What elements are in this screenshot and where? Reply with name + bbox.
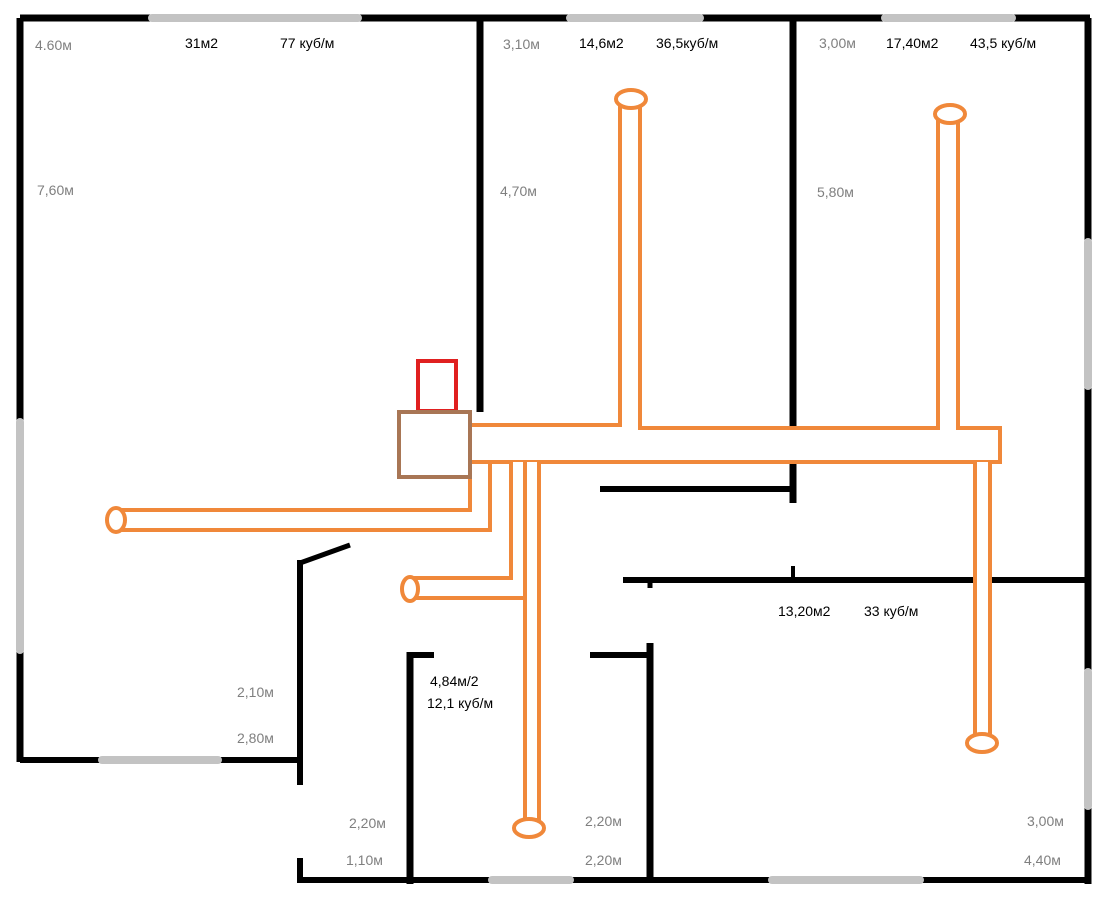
- room1-width-label: 4.60м: [35, 37, 72, 53]
- hall-dim-a-label: 2,20м: [349, 815, 386, 831]
- room1-volume-label: 77 куб/м: [280, 35, 335, 51]
- bath-area-label: 4,84м/2: [430, 673, 479, 689]
- ventilation-ducts: [114, 101, 1002, 822]
- diffuser-room2: [614, 88, 648, 110]
- air-handling-unit: [397, 359, 472, 479]
- hall-dim-b-label: 1,10м: [346, 852, 383, 868]
- room3-height-label: 5,80м: [817, 184, 854, 200]
- duct-trunk-upper: [468, 101, 1002, 464]
- room1-dim-b-label: 2,80м: [237, 730, 274, 746]
- bath-dim-b-label: 2,20м: [585, 852, 622, 868]
- room1-dim-a-label: 2,10м: [237, 684, 274, 700]
- room2-width-label: 3,10м: [503, 36, 540, 52]
- room2-height-label: 4,70м: [500, 183, 537, 199]
- duct-drop-bath: [523, 462, 541, 822]
- bath-dim-a-label: 2,20м: [585, 813, 622, 829]
- room3-volume-label: 43,5 куб/м: [970, 35, 1037, 51]
- diffuser-room4: [965, 732, 999, 754]
- room1-area-label: 31м2: [185, 35, 218, 51]
- room1-height-label: 7,60м: [37, 182, 74, 198]
- room4-volume-label: 33 куб/м: [864, 603, 919, 619]
- bath-volume-label: 12,1 куб/м: [427, 695, 494, 711]
- room3-width-label: 3,00м: [819, 35, 856, 51]
- diffuser-room3: [933, 103, 967, 125]
- diffuser-bath: [512, 817, 546, 839]
- diffuser-hall: [400, 575, 420, 603]
- diffuser-room1: [105, 506, 127, 534]
- room4-dim-b-label: 4,40м: [1024, 852, 1061, 868]
- room2-area-label: 14,6м2: [579, 35, 624, 51]
- diffusers: [105, 88, 999, 839]
- duct-branch-room4: [539, 460, 992, 742]
- room4-area-label: 13,20м2: [778, 603, 831, 619]
- windows: [16, 14, 1092, 884]
- unit-body-rect: [397, 410, 472, 479]
- room2-volume-label: 36,5куб/м: [656, 35, 719, 51]
- room3-area-label: 17,40м2: [886, 35, 939, 51]
- room4-dim-a-label: 3,00м: [1027, 813, 1064, 829]
- unit-top-rect: [416, 359, 458, 413]
- door-leaf-room1: [299, 542, 351, 566]
